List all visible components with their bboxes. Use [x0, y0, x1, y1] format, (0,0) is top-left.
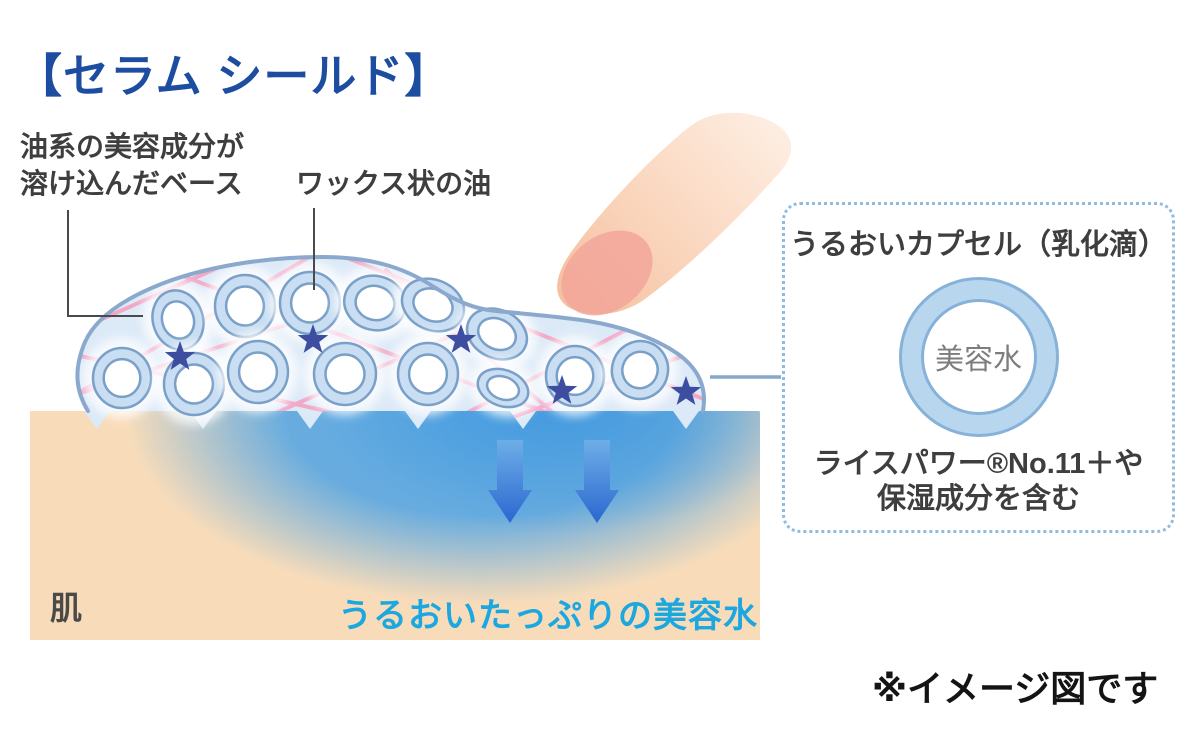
moisture-capsules — [83, 262, 679, 425]
capsule-ring — [467, 358, 539, 418]
oil-base-label: 油系の美容成分が 溶け込んだベース — [20, 131, 245, 199]
diagram-title: 【セラム シールド】 — [16, 50, 452, 102]
capsule-ring — [601, 331, 679, 409]
leader-line-base — [67, 210, 143, 317]
moisture-capsule-callout-box: うるおいカプセル（乳化滴） 美容水 ライスパワー®No.11＋や 保湿成分を含む — [782, 202, 1175, 533]
capsule-core-label: 美容水 — [934, 344, 1022, 376]
wax-oil-label: ワックス状の油 — [296, 168, 492, 199]
capsule-ring — [388, 333, 468, 415]
finger — [557, 112, 792, 316]
capsule-box-description: ライスパワー®No.11＋や 保湿成分を含む — [813, 448, 1144, 515]
absorbed-serum-gradient — [125, 411, 760, 604]
capsule-box-title: うるおいカプセル（乳化滴） — [789, 229, 1167, 261]
skin-cross-section — [30, 411, 760, 640]
capsule-ring-illustration: 美容水 — [898, 277, 1059, 437]
capsule-ring — [142, 280, 214, 360]
beauty-ingredient-stars — [164, 324, 702, 405]
capsule-ring — [334, 265, 416, 341]
gel-outline — [75, 254, 706, 413]
capsule-ring — [218, 331, 298, 413]
image-disclaimer-note: ※イメージ図です — [872, 668, 1159, 709]
capsule-ring — [392, 268, 474, 342]
capsule-ring — [83, 338, 161, 418]
skin-label: 肌 — [50, 590, 83, 626]
capsule-ring — [457, 298, 537, 370]
fingernail — [561, 230, 653, 316]
moisture-serum-label: うるおいたっぷりの美容水 — [338, 597, 758, 635]
absorption-arrows — [488, 440, 619, 523]
capsule-ring — [304, 333, 386, 415]
capsule-core: 美容水 — [920, 299, 1037, 415]
